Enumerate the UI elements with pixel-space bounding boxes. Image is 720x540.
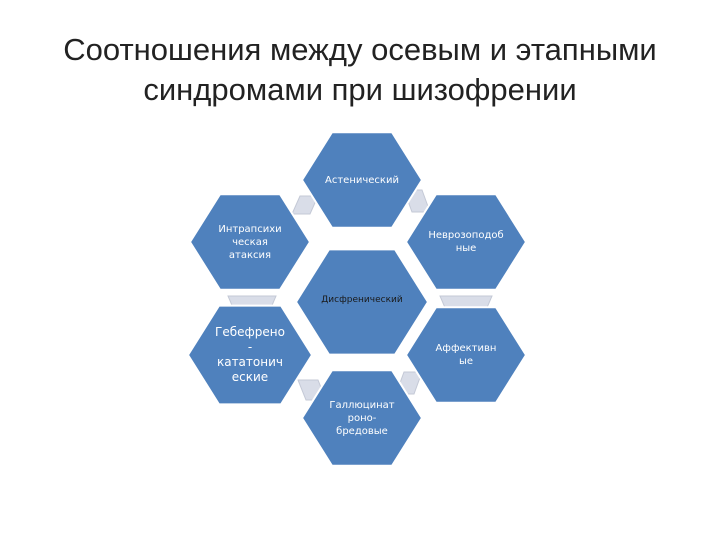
hexagon-lower-right [404, 306, 528, 404]
hexagon-top [300, 131, 424, 229]
title-line-1: Соотношения между осевым и этапными [63, 32, 657, 67]
hexagon-upper-left [188, 193, 312, 291]
center-hexagon [294, 248, 430, 356]
hexagon-label-top: Астенический [325, 174, 399, 186]
center-label: Дисфренический [321, 295, 403, 305]
page-title: Соотношения между осевым и этапными синд… [40, 30, 680, 110]
hexagon-label-lower-right: Аффективн ые [435, 343, 497, 367]
hexagon-label-upper-left: Интрапсихи ческая атаксия [218, 223, 282, 261]
hexagon-label-upper-right: Неврозоподоб ные [428, 230, 504, 254]
title-line-2: синдромами при шизофрении [143, 72, 577, 107]
hexagon-label-lower-left: Гебефрено - кататонич еские [215, 325, 285, 384]
hexagon-label-bottom: Галлюцинат роно- бредовые [329, 399, 395, 437]
hexagon-lower-left [186, 304, 314, 406]
hexagon-upper-right [404, 193, 528, 291]
hexagon-bottom [300, 369, 424, 467]
hexagon-group [186, 131, 528, 467]
